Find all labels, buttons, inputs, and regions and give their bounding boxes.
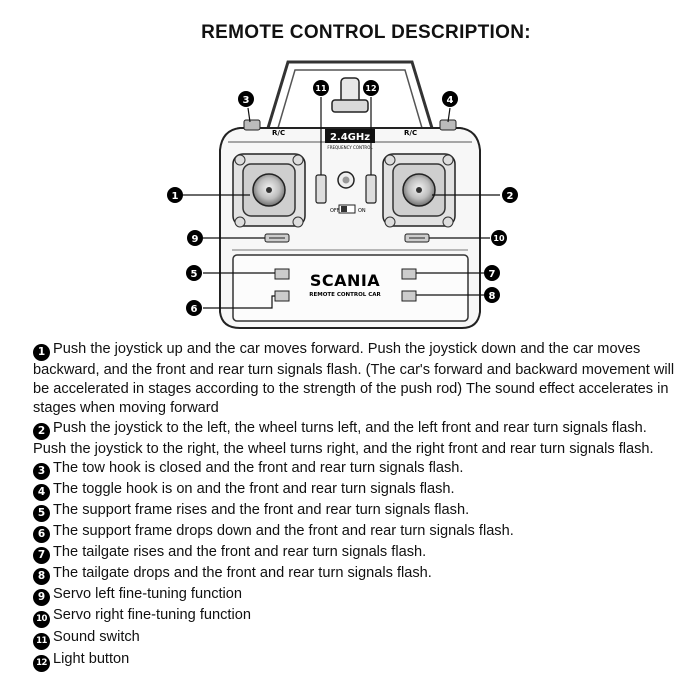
callout-4: 4 bbox=[447, 95, 454, 106]
number-badge: 10 bbox=[33, 610, 50, 628]
number-badge: 7 bbox=[33, 546, 50, 564]
brand-subtitle: REMOTE CONTROL CAR bbox=[309, 292, 381, 298]
callout-6: 6 bbox=[191, 304, 198, 315]
callout-12: 12 bbox=[365, 84, 376, 93]
number-badge: 4 bbox=[33, 483, 50, 501]
page-title: REMOTE CONTROL DESCRIPTION: bbox=[201, 22, 531, 43]
callout-10: 10 bbox=[493, 234, 505, 243]
number-badge: 5 bbox=[33, 504, 50, 522]
number-badge: 1 bbox=[33, 344, 50, 361]
svg-text:2.4GHz: 2.4GHz bbox=[330, 132, 370, 143]
svg-text:OFF: OFF bbox=[330, 208, 340, 214]
carry-handle bbox=[266, 60, 434, 129]
screws bbox=[234, 154, 454, 228]
callout-2: 2 bbox=[507, 191, 514, 202]
support-frame-down-button[interactable] bbox=[274, 290, 290, 302]
callout-8: 8 bbox=[489, 291, 496, 302]
tailgate-up-button[interactable] bbox=[401, 268, 417, 280]
number-badge: 11 bbox=[33, 632, 50, 650]
number-badge: 9 bbox=[33, 588, 50, 606]
light-button[interactable] bbox=[365, 174, 377, 204]
remote-control-diagram: R/C R/C 2.4GHz FREQUENCY CONTROL OFF ON bbox=[167, 60, 518, 329]
callout-11: 11 bbox=[315, 84, 327, 93]
number-badge: 8 bbox=[33, 567, 50, 585]
callout-5: 5 bbox=[191, 269, 198, 280]
callout-7: 7 bbox=[489, 269, 496, 280]
number-badge: 6 bbox=[33, 525, 50, 543]
antenna bbox=[331, 77, 369, 113]
brand-logo: SCANIA bbox=[310, 271, 380, 290]
callout-9: 9 bbox=[192, 234, 199, 245]
right-rc-label: R/C bbox=[404, 129, 417, 137]
frequency-subtext: FREQUENCY CONTROL bbox=[327, 145, 373, 150]
frequency-badge: 2.4GHz FREQUENCY CONTROL bbox=[325, 129, 375, 150]
callout-3: 3 bbox=[243, 95, 250, 106]
callout-1: 1 bbox=[172, 191, 179, 202]
tow-hook-shoulder-button[interactable] bbox=[243, 119, 261, 131]
number-badge: 3 bbox=[33, 462, 50, 480]
callout-markers: 1 2 3 4 5 6 7 8 9 10 11 12 bbox=[167, 80, 518, 316]
number-badge: 2 bbox=[33, 422, 50, 440]
power-switch[interactable]: OFF ON bbox=[330, 204, 366, 214]
callout-leader-lines bbox=[183, 97, 500, 309]
left-joystick[interactable] bbox=[232, 153, 306, 227]
servo-right-trim[interactable] bbox=[404, 233, 430, 243]
support-frame-up-button[interactable] bbox=[274, 268, 290, 280]
tailgate-down-button[interactable] bbox=[401, 290, 417, 302]
right-joystick[interactable] bbox=[382, 153, 456, 227]
sound-switch-button[interactable] bbox=[315, 174, 327, 204]
number-badge: 12 bbox=[33, 654, 50, 672]
left-rc-label: R/C bbox=[272, 129, 285, 137]
servo-left-trim[interactable] bbox=[264, 233, 290, 243]
svg-text:ON: ON bbox=[358, 208, 366, 214]
